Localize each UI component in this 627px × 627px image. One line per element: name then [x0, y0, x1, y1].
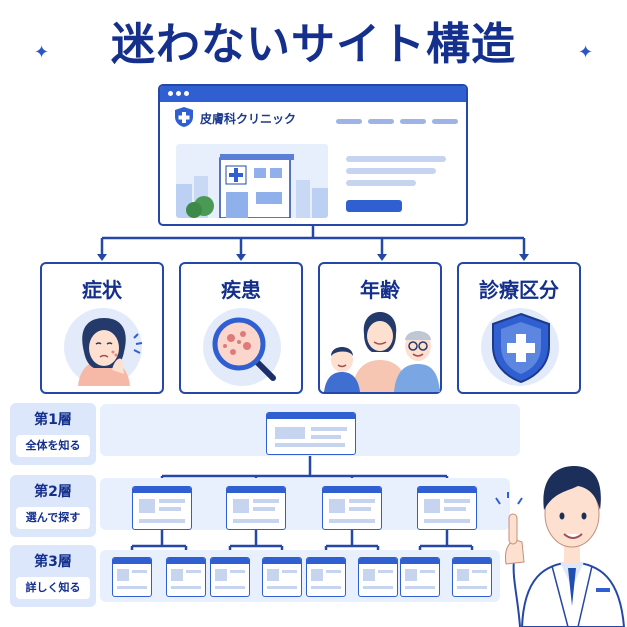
page-thumbnail — [306, 557, 346, 597]
page-thumbnail — [262, 557, 302, 597]
category-card: 症状 — [40, 262, 164, 394]
category-card: 疾患 — [179, 262, 303, 394]
clinic-building-image — [176, 144, 328, 218]
category-label: 年齢 — [360, 278, 400, 302]
page-thumbnail — [452, 557, 492, 597]
sparkle-icon: ✦ — [34, 42, 50, 63]
sparkle-icon: ✦ — [578, 42, 594, 63]
layer-name: 第2層 — [34, 484, 72, 500]
browser-titlebar — [160, 86, 466, 102]
category-label: 診療区分 — [479, 278, 559, 302]
category-card: 年齢 — [318, 262, 442, 394]
page-thumbnail — [322, 486, 382, 530]
nav-placeholder — [336, 119, 362, 124]
layer-desc: 全体を知る — [16, 435, 90, 457]
layer-tag: 第1層 全体を知る — [10, 403, 96, 465]
text-placeholder — [346, 180, 416, 186]
layer-tag: 第2層 選んで探す — [10, 475, 96, 537]
nav-placeholder — [400, 119, 426, 124]
page-thumbnail — [132, 486, 192, 530]
page-thumbnail — [400, 557, 440, 597]
page-thumbnail — [358, 557, 398, 597]
worried-woman-icon — [78, 318, 143, 386]
category-label: 症状 — [82, 278, 122, 302]
category-card: 診療区分 — [457, 262, 581, 394]
layer-tag: 第3層 詳しく知る — [10, 545, 96, 607]
text-placeholder — [346, 156, 446, 162]
doctor-pointing-icon — [495, 466, 626, 627]
top-page-window: 皮膚科クリニック — [158, 84, 468, 226]
clinic-logo-icon — [175, 107, 193, 127]
page-thumbnail — [226, 486, 286, 530]
page-thumbnail — [417, 486, 477, 530]
layer-desc: 詳しく知る — [16, 577, 90, 599]
nav-placeholder — [368, 119, 394, 124]
page-thumbnail — [112, 557, 152, 597]
clinic-name: 皮膚科クリニック — [200, 112, 297, 126]
family-icon — [324, 312, 440, 392]
layer-name: 第3層 — [34, 554, 72, 570]
category-label: 疾患 — [221, 278, 261, 302]
magnifier-skin-icon — [212, 317, 276, 381]
page-thumbnail — [166, 557, 206, 597]
page-thumbnail — [266, 412, 356, 455]
medical-shield-icon — [492, 312, 550, 384]
page-title: 迷わないサイト構造 — [111, 19, 516, 70]
text-placeholder — [346, 168, 436, 174]
page-thumbnail — [210, 557, 250, 597]
layer-name: 第1層 — [34, 412, 72, 428]
layer-desc: 選んで探す — [16, 507, 90, 529]
nav-placeholder — [432, 119, 458, 124]
cta-button — [346, 200, 402, 212]
